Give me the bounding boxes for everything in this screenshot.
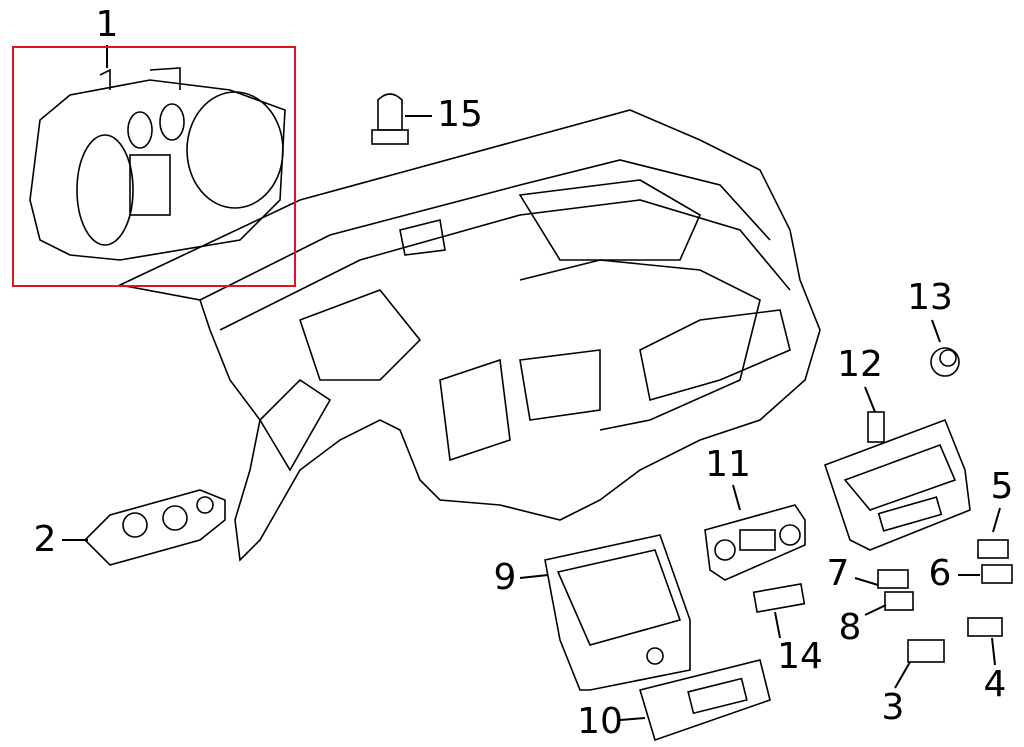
callout-4[interactable]: 4 xyxy=(983,664,1007,705)
callout-13[interactable]: 13 xyxy=(907,277,953,318)
callout-8[interactable]: 8 xyxy=(838,607,862,648)
callout-arrows xyxy=(62,45,1001,721)
callout-6[interactable]: 6 xyxy=(928,553,952,594)
bulb-drawing xyxy=(371,93,409,145)
headlamp-switch-drawing xyxy=(83,489,226,566)
instrument-cluster-drawing xyxy=(29,67,286,261)
highlight-box-part-1 xyxy=(12,46,296,287)
climate-control-drawing xyxy=(704,504,806,581)
callout-5[interactable]: 5 xyxy=(990,466,1014,507)
info-display-drawing xyxy=(638,659,771,742)
callout-1[interactable]: 1 xyxy=(95,4,119,45)
callout-10[interactable]: 10 xyxy=(577,701,623,742)
dashboard-panel xyxy=(117,109,821,562)
small-parts-drawing xyxy=(752,347,1013,663)
callout-11[interactable]: 11 xyxy=(705,444,751,485)
callout-3[interactable]: 3 xyxy=(881,687,905,728)
center-bezel-drawing xyxy=(823,411,971,551)
display-screen-drawing xyxy=(544,534,691,691)
callout-15[interactable]: 15 xyxy=(437,94,483,135)
callout-12[interactable]: 12 xyxy=(837,344,883,385)
callout-7[interactable]: 7 xyxy=(826,553,850,594)
callout-2[interactable]: 2 xyxy=(33,519,57,560)
callout-9[interactable]: 9 xyxy=(493,557,517,598)
callout-14[interactable]: 14 xyxy=(777,636,823,677)
